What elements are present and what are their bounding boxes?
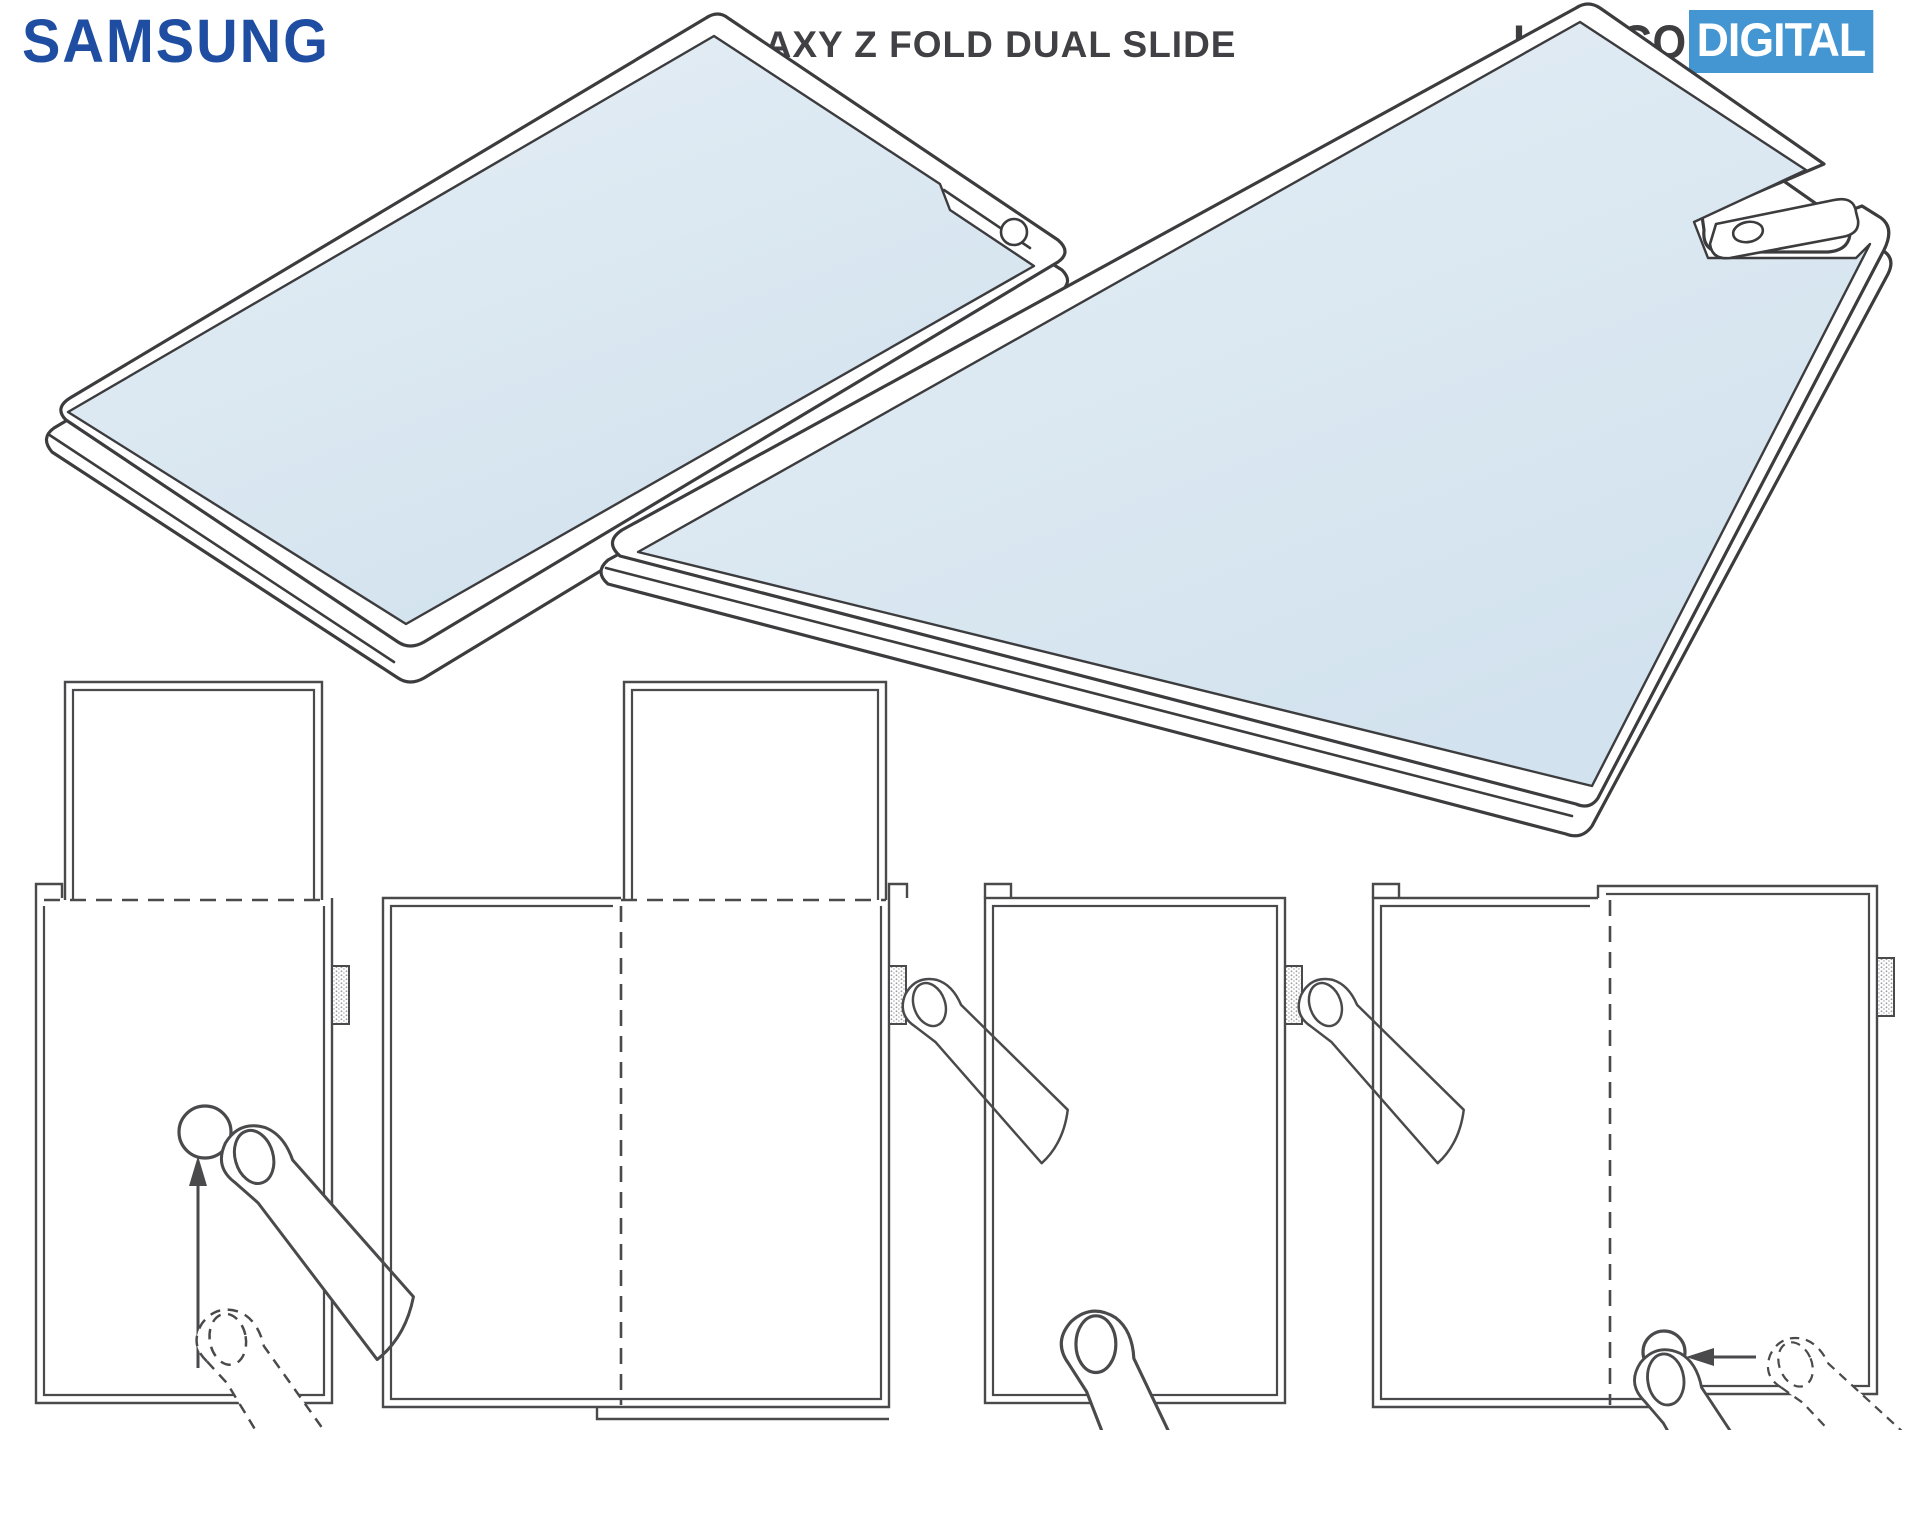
- step1-swipe-arrowhead-icon: [189, 1156, 207, 1186]
- step1-touch-point: [177, 1104, 233, 1160]
- step3-bottom-finger-icon: [1052, 1293, 1228, 1430]
- phone-expanded-camera-icon: [1731, 220, 1765, 244]
- samsung-logo: SAMSUNG: [22, 7, 330, 76]
- step-1-diagram: [34, 680, 433, 1430]
- patent-illustration: [34, 2, 1920, 1430]
- step4-ghost-finger-icon: [1756, 1310, 1920, 1430]
- step-2-diagram: [381, 680, 1086, 1421]
- step1-slider-inner-line: [71, 688, 316, 900]
- step3-side-finger-icon: [1287, 953, 1482, 1179]
- step-3-diagram: [983, 882, 1482, 1430]
- step2-finger-icon: [891, 953, 1086, 1179]
- step2-body-inner-line: [389, 904, 883, 1401]
- phone-closed-figure: [44, 12, 1070, 684]
- step1-main-body: [34, 898, 334, 1405]
- step-4-diagram: [1371, 882, 1920, 1430]
- phone-expanded-figure: [599, 2, 1893, 838]
- step2-bottom-lip: [595, 1407, 889, 1421]
- step2-slider-panel: [622, 680, 888, 900]
- digital-wordmark: DIGITAL: [1688, 10, 1873, 73]
- step4-side-button: [1876, 957, 1895, 1017]
- step4-latch-bracket: [1371, 882, 1401, 898]
- step3-latch-bracket: [983, 882, 1013, 898]
- step1-body-inner-line: [42, 906, 326, 1397]
- phone-closed-screen: [66, 34, 1036, 626]
- step4-left-body-inner-line: [1379, 904, 1643, 1401]
- letsgodigital-logo: LETSGO DIGITAL: [1498, 10, 1882, 73]
- page-header: SAMSUNG GALAXY Z FOLD DUAL SLIDE LETSGO …: [0, 0, 1920, 90]
- phone-expanded-screen: [636, 20, 1872, 788]
- step4-slider-inner-line: [1606, 892, 1871, 1388]
- phone-closed-hinge-roll-line: [46, 432, 396, 664]
- step4-drag-arrowhead-icon: [1686, 1348, 1714, 1366]
- step1-side-button: [331, 965, 350, 1025]
- phone-closed-camera-icon: [999, 217, 1029, 247]
- phone-expanded-hinge-roll-line: [604, 566, 1574, 818]
- step2-main-body: [381, 896, 891, 1409]
- step1-latch-bracket: [34, 882, 64, 898]
- step1-slider-panel: [63, 680, 324, 900]
- step4-slider-panel: [1596, 884, 1879, 1396]
- step2-latch-bracket: [887, 882, 909, 898]
- step2-slider-inner-line: [630, 688, 880, 900]
